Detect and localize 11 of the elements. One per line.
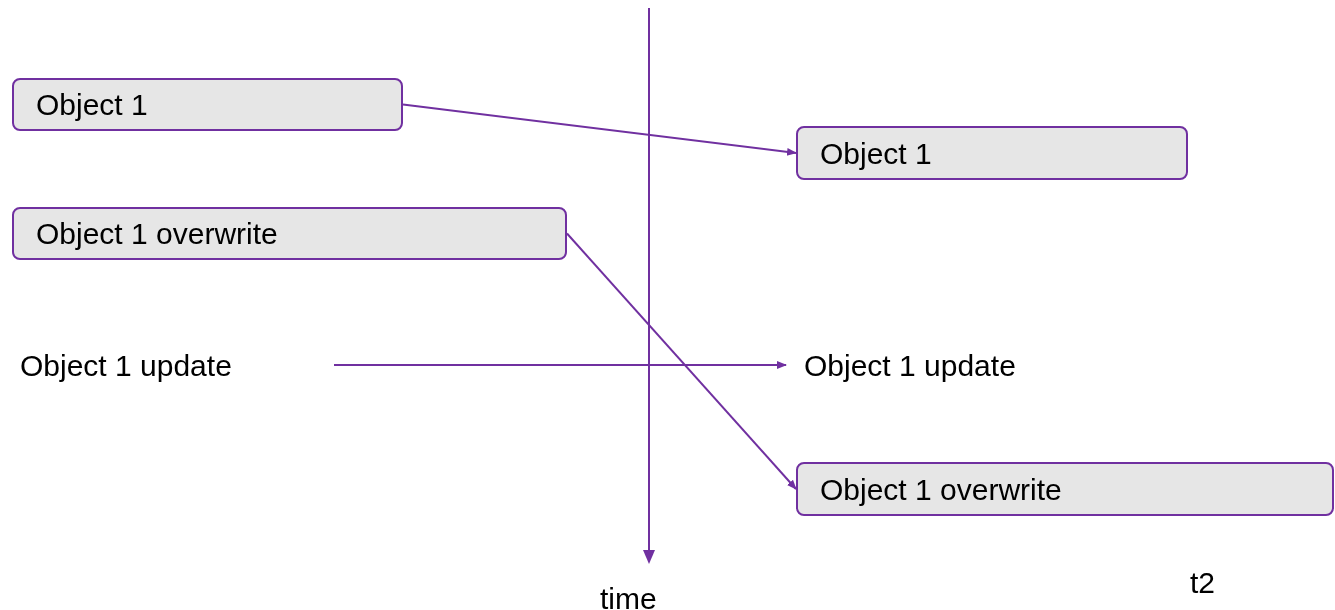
object-box: Object 1 (12, 78, 403, 131)
arrow (333, 361, 787, 369)
object-box: Object 1 (796, 126, 1188, 180)
object-label: Object 1 update (12, 345, 334, 385)
arrow (402, 103, 797, 156)
axis-label: time (600, 581, 657, 610)
object-box: Object 1 overwrite (796, 462, 1334, 516)
object-box: Object 1 overwrite (12, 207, 567, 260)
time-label: t2 (1190, 565, 1216, 601)
object-label: Object 1 update (786, 345, 1086, 385)
arrow (566, 232, 797, 490)
